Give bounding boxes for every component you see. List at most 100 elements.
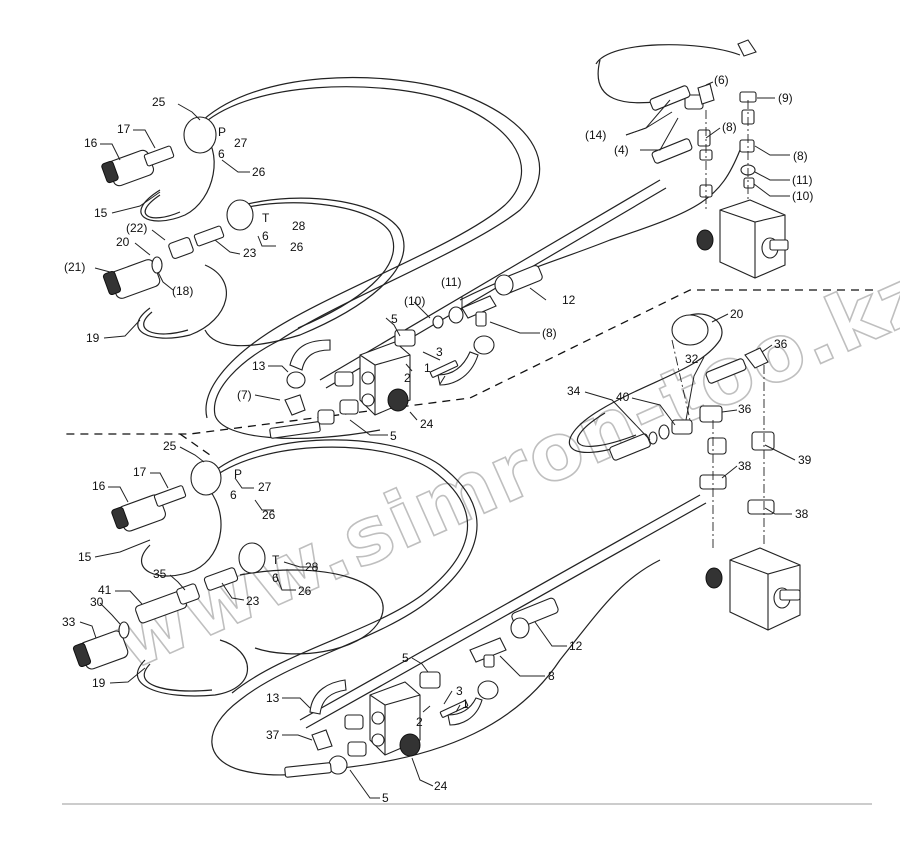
- label-18: (18): [172, 284, 193, 298]
- valve-block-bottom: [369, 681, 421, 757]
- elbow-7: [284, 394, 306, 416]
- label-23: 23: [243, 246, 257, 260]
- coupler-33: [72, 630, 129, 670]
- label-39: 39: [798, 453, 812, 467]
- label-16-bottom: 16: [92, 479, 106, 493]
- label-6b: 6: [262, 229, 269, 243]
- leader-lines: [79, 81, 796, 799]
- label-1-bottom: 1: [462, 697, 469, 711]
- section-dividers: [62, 289, 873, 805]
- labels-right: 20 32 36 34 40 36 39 38 38: [567, 307, 812, 521]
- label-2-bottom: 2: [416, 715, 423, 729]
- label-14p: (14): [585, 128, 606, 142]
- label-1: 1: [424, 361, 431, 375]
- label-13-bottom: 13: [266, 691, 280, 705]
- label-38b: 38: [795, 507, 809, 521]
- label-16: 16: [84, 136, 98, 150]
- bottom-assembly: [72, 439, 801, 778]
- fitting-39: [751, 431, 775, 451]
- label-12: 12: [562, 293, 576, 307]
- tee-8-bottom: [469, 637, 507, 663]
- label-20-mid: 20: [730, 307, 744, 321]
- label-27-p-bottom: P: [234, 467, 242, 481]
- middle-right-assembly: [568, 313, 775, 550]
- label-37: 37: [266, 728, 280, 742]
- label-28-t-bottom: T: [272, 553, 280, 567]
- label-12-bottom: 12: [569, 639, 583, 653]
- hose-end-13: [289, 339, 331, 371]
- label-28-t: T: [262, 211, 270, 225]
- motor-bottom: [705, 547, 801, 631]
- label-9p: (9): [778, 91, 793, 105]
- motor-top: [696, 199, 789, 279]
- labels-top: 25 17 16 P 27 6 26 15 (22) 20 (21) (18) …: [64, 73, 813, 443]
- ring-20-mid: [671, 314, 709, 346]
- label-33: 33: [62, 615, 76, 629]
- label-17-bottom: 17: [133, 465, 147, 479]
- label-25: 25: [152, 95, 166, 109]
- label-24-bottom: 24: [434, 779, 448, 793]
- label-23-bottom: 23: [246, 594, 260, 608]
- label-5b: 5: [390, 429, 397, 443]
- label-36b: 36: [738, 402, 752, 416]
- label-28: 28: [292, 219, 306, 233]
- tee-8-top: [461, 295, 497, 319]
- fitting-23: [193, 225, 225, 247]
- valve-block-top: [359, 341, 411, 416]
- label-6b-bottom: 6: [272, 571, 279, 585]
- label-20: 20: [116, 235, 130, 249]
- label-38a: 38: [738, 459, 752, 473]
- coupler-16-bottom: [111, 494, 166, 532]
- label-21: (21): [64, 260, 85, 274]
- label-22: (22): [126, 221, 147, 235]
- label-3: 3: [436, 345, 443, 359]
- label-26a-bottom: 26: [262, 508, 276, 522]
- label-2: 2: [404, 371, 411, 385]
- label-24: 24: [420, 417, 434, 431]
- label-7p: (7): [237, 388, 252, 402]
- label-4p: (4): [614, 143, 629, 157]
- label-5a: 5: [391, 312, 398, 326]
- label-28-bottom: 28: [305, 560, 319, 574]
- label-36a: 36: [774, 337, 788, 351]
- label-25-bottom: 25: [163, 439, 177, 453]
- label-32: 32: [685, 352, 699, 366]
- labels-bottom: 25 17 16 P 27 6 26 15 T 28 6 26 41 35 23…: [62, 439, 583, 805]
- label-6a: 6: [218, 147, 225, 161]
- label-3-bottom: 3: [456, 684, 463, 698]
- label-27: 27: [234, 136, 248, 150]
- label-15-bottom: 15: [78, 550, 92, 564]
- label-19-bottom: 19: [92, 676, 106, 690]
- label-30: 30: [90, 595, 104, 609]
- label-40: 40: [616, 390, 630, 404]
- label-10pb: (10): [404, 294, 425, 308]
- label-27-bottom: 27: [258, 480, 272, 494]
- ring-20: [151, 256, 163, 274]
- label-11pb: (11): [441, 275, 461, 289]
- label-34: 34: [567, 384, 581, 398]
- fitting-17: [143, 145, 175, 167]
- label-26b-bottom: 26: [298, 584, 312, 598]
- label-26b: 26: [290, 240, 304, 254]
- label-15: 15: [94, 206, 108, 220]
- label-8-bottom: 8: [548, 669, 555, 683]
- label-35: 35: [153, 567, 167, 581]
- label-10pa: (10): [792, 189, 813, 203]
- adapter-22: [168, 237, 194, 259]
- label-6p: (6): [714, 73, 729, 87]
- label-8pc: (8): [542, 326, 557, 340]
- label-41: 41: [98, 583, 112, 597]
- label-19: 19: [86, 331, 100, 345]
- label-26a: 26: [252, 165, 266, 179]
- ring-25-bottom: [190, 460, 222, 496]
- coupler-21: [102, 259, 161, 299]
- label-17: 17: [117, 122, 131, 136]
- label-6a-bottom: 6: [230, 488, 237, 502]
- label-8pb: (8): [793, 149, 808, 163]
- label-11pa: (11): [792, 173, 812, 187]
- ring-28: [226, 199, 254, 231]
- ring-28-bottom: [238, 542, 266, 574]
- fitting-5-top: [394, 329, 416, 347]
- label-5a-bottom: 5: [402, 651, 409, 665]
